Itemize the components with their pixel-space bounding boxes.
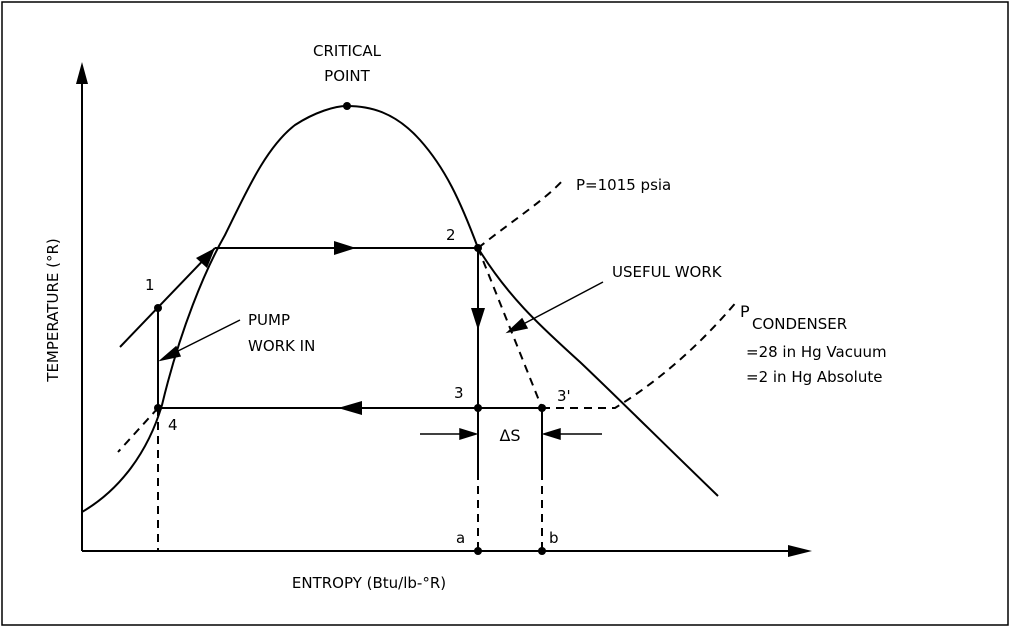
x-axis-label: ENTROPY (Btu/lb-°R) [292,574,446,592]
high-pressure-line [477,177,566,249]
delta-s-arrow-right-head [541,427,561,441]
point-2-label: 2 [446,226,456,244]
condenser-vacuum-label: =28 in Hg Vacuum [746,343,887,361]
cycle-lines [119,247,543,472]
marker-point-3 [474,404,482,412]
marker-point-b [538,547,546,555]
pump-work-label-1: PUMP [248,311,290,329]
liquid-heating-line [119,247,216,348]
delta-s-label: ΔS [499,426,520,445]
condenser-absolute-label: =2 in Hg Absolute [746,368,882,386]
pump-work-label-2: WORK IN [248,337,315,355]
pump-pointer-head [158,345,182,362]
condenser-pressure-line [542,299,739,409]
critical-point-label-2: POINT [324,67,370,85]
arrow-condensation [338,401,362,415]
flow-arrows [196,241,485,415]
point-4-label: 4 [168,416,178,434]
dashed-lines [117,177,739,551]
point-3prime-label: 3' [557,387,571,405]
marker-point-a [474,547,482,555]
high-pressure-label: P=1015 psia [576,176,671,194]
actual-expansion-line [477,247,543,409]
useful-work-pointer-line [511,281,604,331]
saturation-dome [81,104,719,513]
marker-point-2 [474,244,482,252]
point-markers [154,102,546,555]
point-1-label: 1 [145,276,155,294]
point-a-label: a [456,529,465,547]
marker-critical-point [343,102,351,110]
point-b-label: b [549,529,559,547]
useful-work-label: USEFUL WORK [612,263,723,281]
delta-s-arrow-left-head [459,427,479,441]
point-3-label: 3 [454,384,464,402]
liquid-extension-line [117,407,159,453]
marker-point-3prime [538,404,546,412]
critical-point-label-1: CRITICAL [313,42,382,60]
axes [76,62,812,557]
arrow-liquid-heating [196,248,215,268]
pointer-lines [158,281,604,441]
x-axis-arrowhead [788,545,812,557]
arrow-evaporation [334,241,356,255]
marker-point-1 [154,304,162,312]
marker-point-4 [154,404,162,412]
arrow-expansion [471,308,485,330]
useful-work-pointer-head [505,317,529,334]
condenser-p-label: P [740,302,750,321]
y-axis-label: TEMPERATURE (°R) [44,238,62,382]
condenser-sub-label: CONDENSER [752,315,847,333]
y-axis-arrowhead [76,62,88,84]
